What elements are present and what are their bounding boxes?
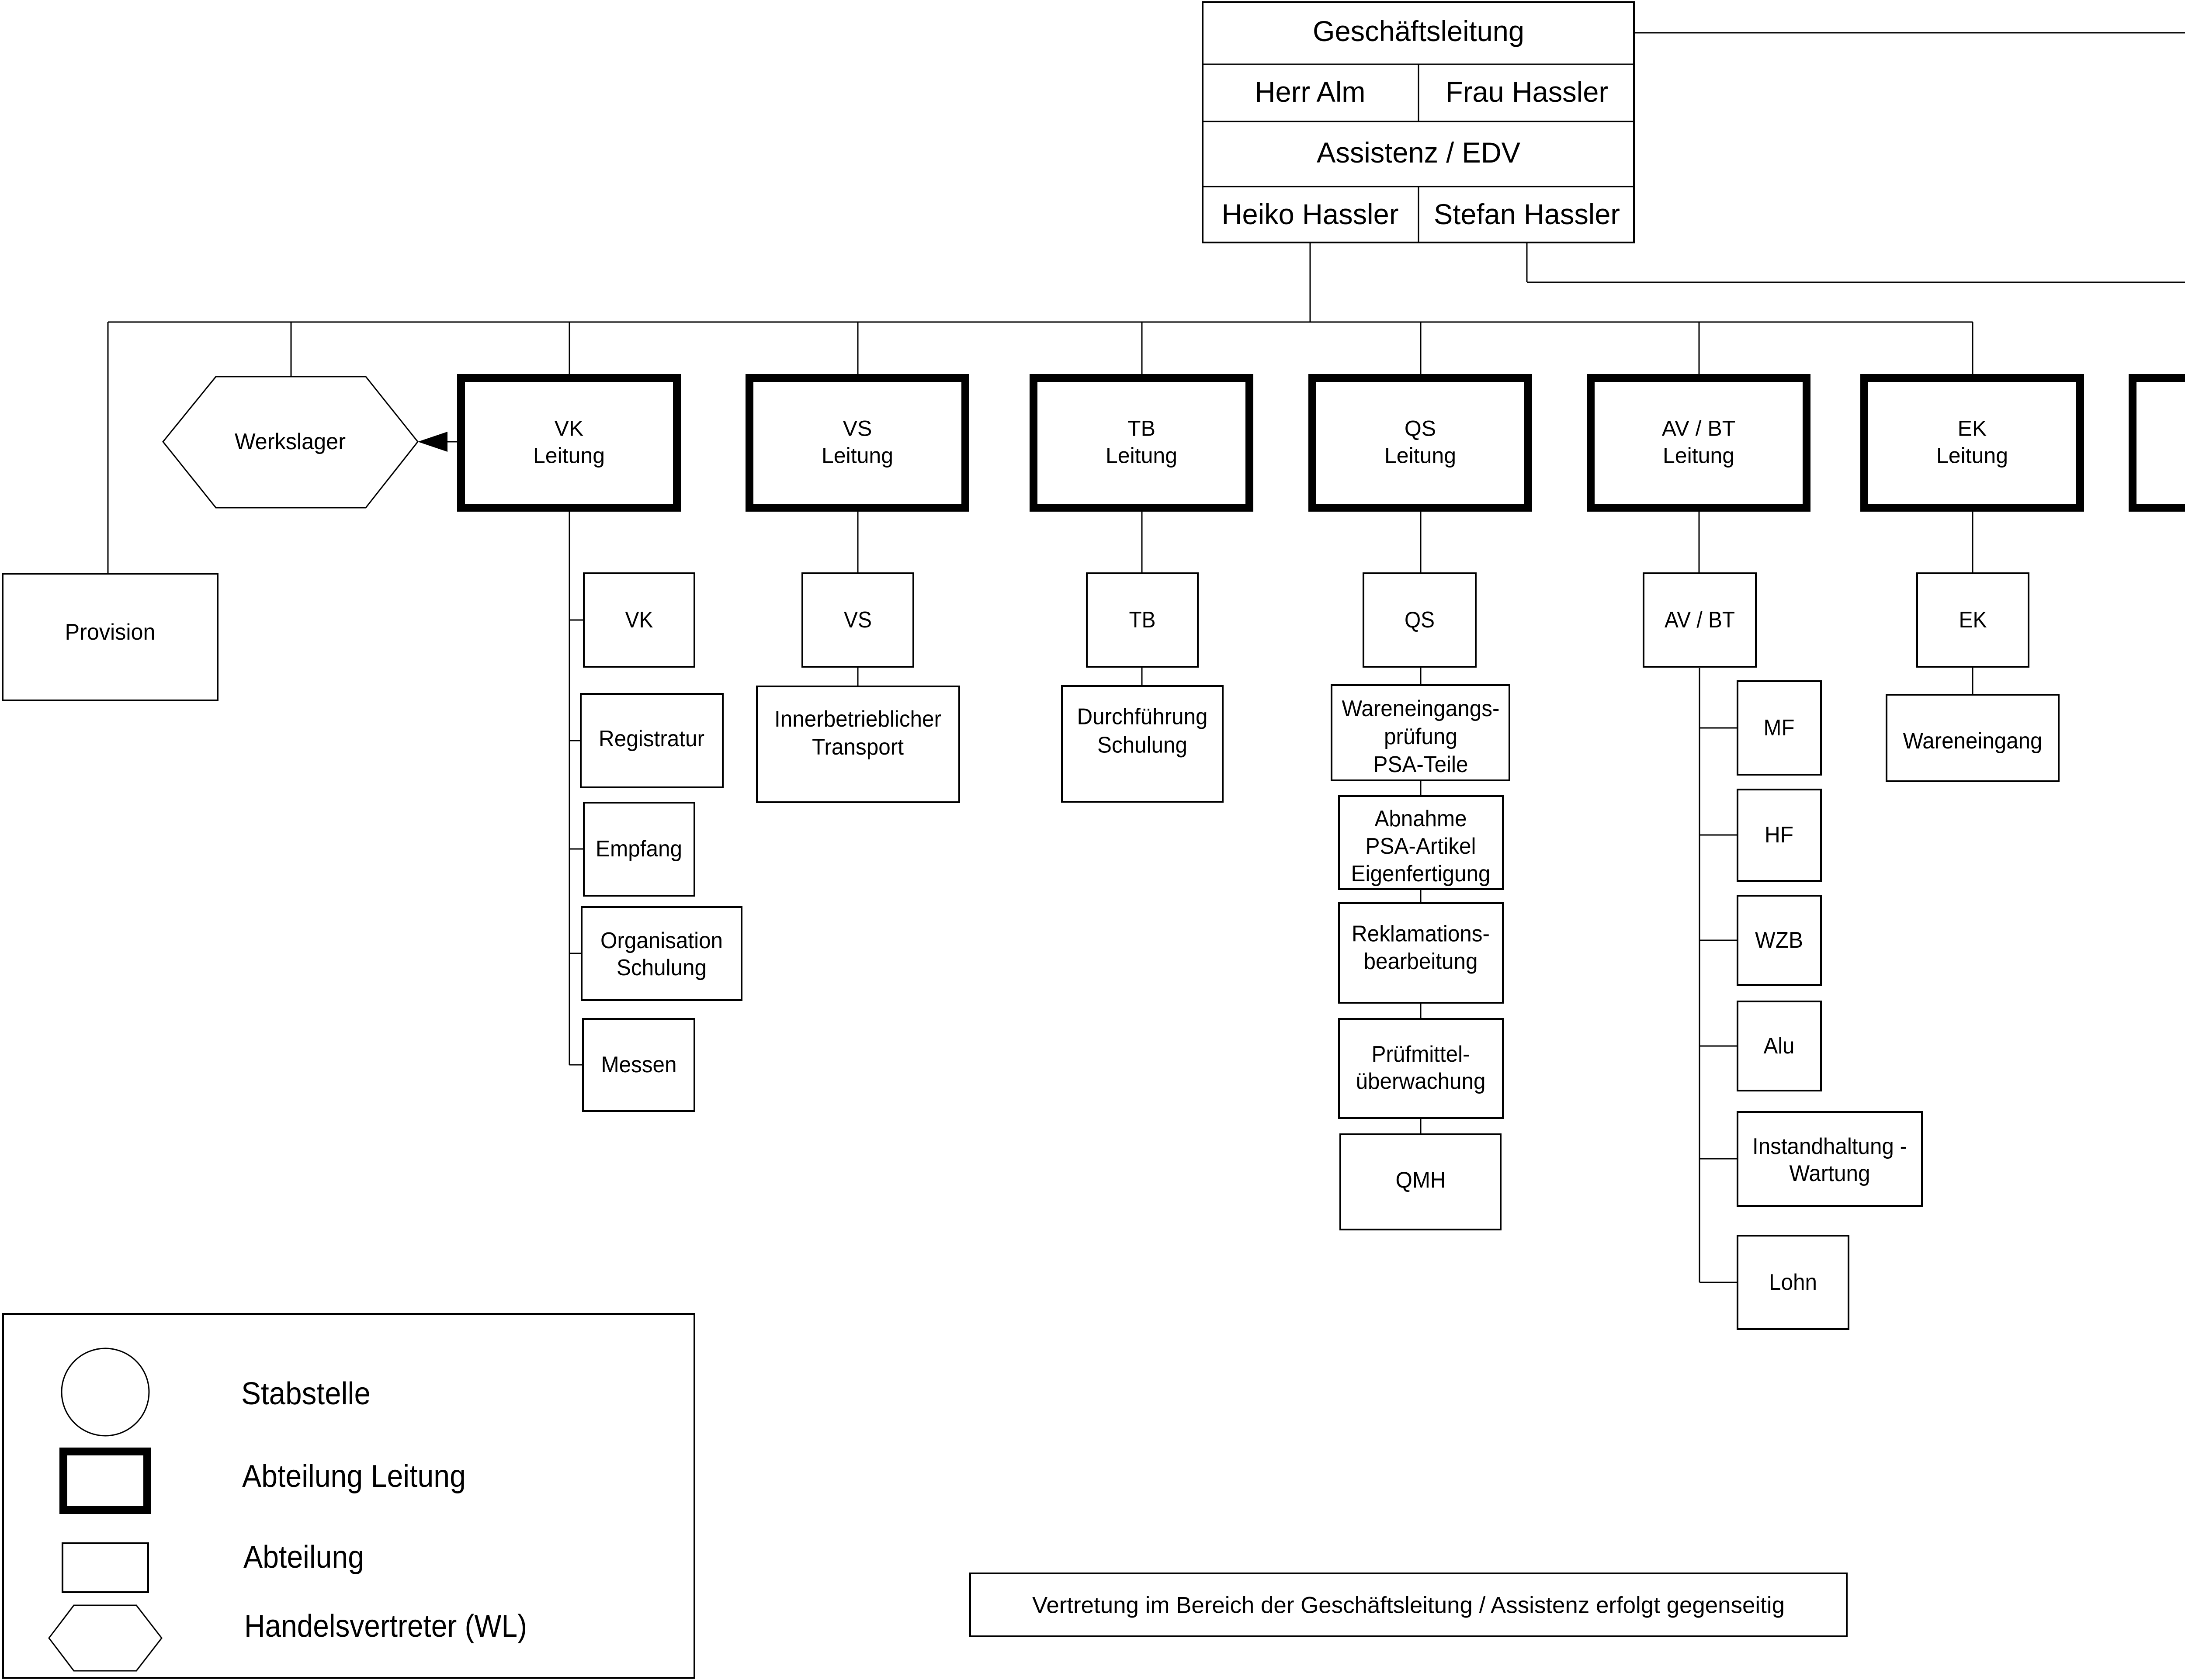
svg-text:Frau Hassler: Frau Hassler xyxy=(1446,76,1608,108)
svg-text:Wartung: Wartung xyxy=(1790,1161,1870,1186)
svg-text:Wareneingangs-: Wareneingangs- xyxy=(1342,696,1500,721)
svg-text:Handelsvertreter (WL): Handelsvertreter (WL) xyxy=(244,1609,527,1644)
svg-text:Stefan Hassler: Stefan Hassler xyxy=(1434,198,1620,230)
svg-text:PSA-Teile: PSA-Teile xyxy=(1373,752,1468,777)
svg-text:Durchführung: Durchführung xyxy=(1077,704,1208,730)
svg-text:Geschäftsleitung: Geschäftsleitung xyxy=(1313,15,1524,47)
svg-text:Registratur: Registratur xyxy=(599,726,704,752)
svg-text:Leitung: Leitung xyxy=(533,443,605,468)
svg-text:QMH: QMH xyxy=(1396,1167,1446,1193)
svg-text:Lohn: Lohn xyxy=(1769,1270,1817,1295)
svg-text:Innerbetrieblicher: Innerbetrieblicher xyxy=(774,707,941,732)
svg-text:WZB: WZB xyxy=(1755,928,1803,953)
svg-text:überwachung: überwachung xyxy=(1356,1069,1486,1094)
svg-text:Leitung: Leitung xyxy=(1106,443,1177,468)
svg-text:Alu: Alu xyxy=(1764,1033,1795,1059)
svg-text:Schulung: Schulung xyxy=(617,955,707,980)
svg-text:VS: VS xyxy=(844,607,872,633)
svg-text:AV / BT: AV / BT xyxy=(1665,607,1735,633)
svg-text:Leitung: Leitung xyxy=(1384,443,1456,468)
svg-text:Herr Alm: Herr Alm xyxy=(1255,76,1366,108)
svg-text:Organisation: Organisation xyxy=(600,928,723,953)
svg-text:Stabstelle: Stabstelle xyxy=(241,1376,371,1411)
svg-text:Schulung: Schulung xyxy=(1097,733,1187,758)
svg-text:bearbeitung: bearbeitung xyxy=(1364,949,1478,974)
svg-text:PSA-Artikel: PSA-Artikel xyxy=(1366,834,1476,859)
svg-text:Heiko Hassler: Heiko Hassler xyxy=(1222,198,1399,230)
svg-text:Vertretung im Bereich der Gesc: Vertretung im Bereich der Geschäftsleitu… xyxy=(1032,1593,1785,1618)
svg-text:Eigenfertigung: Eigenfertigung xyxy=(1351,861,1491,887)
svg-text:VS: VS xyxy=(843,416,872,441)
svg-text:Abteilung Leitung: Abteilung Leitung xyxy=(242,1459,466,1494)
svg-text:Leitung: Leitung xyxy=(822,443,893,468)
svg-text:QS: QS xyxy=(1405,416,1436,441)
svg-text:Messen: Messen xyxy=(601,1052,677,1077)
svg-text:QS: QS xyxy=(1405,607,1435,633)
svg-text:Abnahme: Abnahme xyxy=(1375,806,1467,831)
svg-text:Assistenz / EDV: Assistenz / EDV xyxy=(1317,136,1520,169)
svg-text:Leitung: Leitung xyxy=(1936,443,2008,468)
svg-text:prüfung: prüfung xyxy=(1384,724,1457,749)
svg-text:Instandhaltung -: Instandhaltung - xyxy=(1752,1134,1907,1159)
svg-text:AV / BT: AV / BT xyxy=(1662,416,1736,441)
svg-text:TB: TB xyxy=(1127,416,1155,441)
svg-text:Empfang: Empfang xyxy=(596,836,682,862)
svg-text:TB: TB xyxy=(1129,607,1156,633)
svg-text:Prüfmittel-: Prüfmittel- xyxy=(1372,1042,1470,1067)
svg-text:Provision: Provision xyxy=(65,620,156,645)
svg-text:EK: EK xyxy=(1959,607,1987,633)
svg-text:Reklamations-: Reklamations- xyxy=(1352,921,1490,947)
svg-text:Leitung: Leitung xyxy=(1663,443,1734,468)
svg-text:HF: HF xyxy=(1765,822,1793,848)
svg-text:Transport: Transport xyxy=(812,734,904,760)
svg-text:VK: VK xyxy=(555,416,584,441)
svg-text:Werkslager: Werkslager xyxy=(235,429,346,454)
svg-text:MF: MF xyxy=(1764,715,1795,741)
svg-text:Abteilung: Abteilung xyxy=(243,1540,364,1575)
svg-text:VK: VK xyxy=(625,607,653,633)
svg-text:Wareneingang: Wareneingang xyxy=(1903,728,2043,754)
svg-text:EK: EK xyxy=(1958,416,1987,441)
